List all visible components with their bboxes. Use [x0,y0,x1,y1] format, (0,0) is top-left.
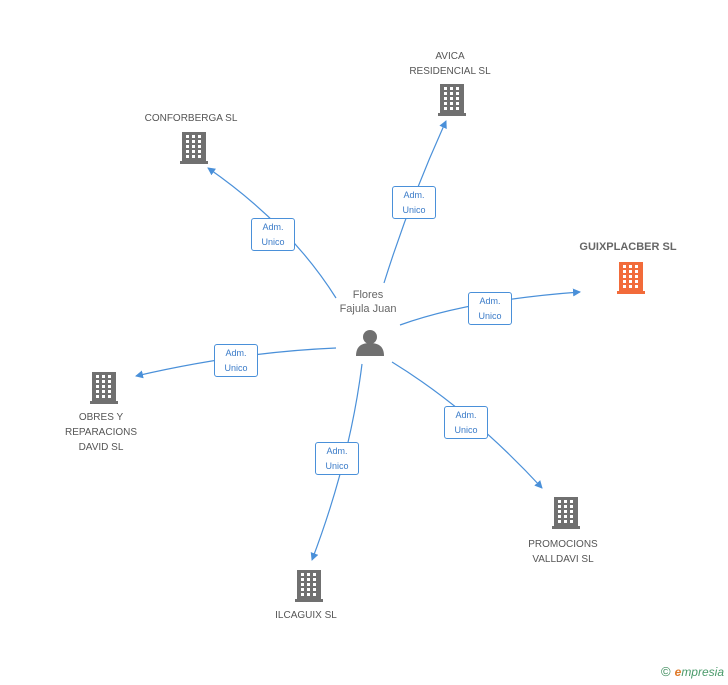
edge-label-ilcaguix[interactable]: Adm. Unico [315,442,359,475]
edge-label-obres[interactable]: Adm. Unico [214,344,258,377]
center-person-name[interactable]: Flores Fajula Juan [339,289,397,315]
company-label-obres[interactable]: OBRES Y REPARACIONS DAVID SL [64,412,138,453]
company-label-avica[interactable]: AVICA RESIDENCIAL SL [409,51,491,77]
copyright-icon: © [661,664,671,679]
person-icon [356,330,384,356]
company-label-guixplacber[interactable]: GUIXPLACBER SL [579,241,677,253]
brand-text: mpresia [681,665,724,679]
edge-label-promocions[interactable]: Adm. Unico [444,406,488,439]
building-icon[interactable] [617,262,645,294]
edge-label-avica[interactable]: Adm. Unico [392,186,436,219]
building-icon[interactable] [180,132,208,164]
building-icon[interactable] [552,497,580,529]
edge-label-conforberga[interactable]: Adm. Unico [251,218,295,251]
company-label-promocions[interactable]: PROMOCIONS VALLDAVI SL [528,539,598,565]
brand-e-logo: e [674,665,682,679]
footer-brand: ©empresia [661,664,724,679]
building-icon[interactable] [438,84,466,116]
company-label-ilcaguix[interactable]: ILCAGUIX SL [275,610,337,621]
building-icon[interactable] [90,372,118,404]
edge-label-guixplacber[interactable]: Adm. Unico [468,292,512,325]
building-icon[interactable] [295,570,323,602]
company-label-conforberga[interactable]: CONFORBERGA SL [144,113,238,124]
